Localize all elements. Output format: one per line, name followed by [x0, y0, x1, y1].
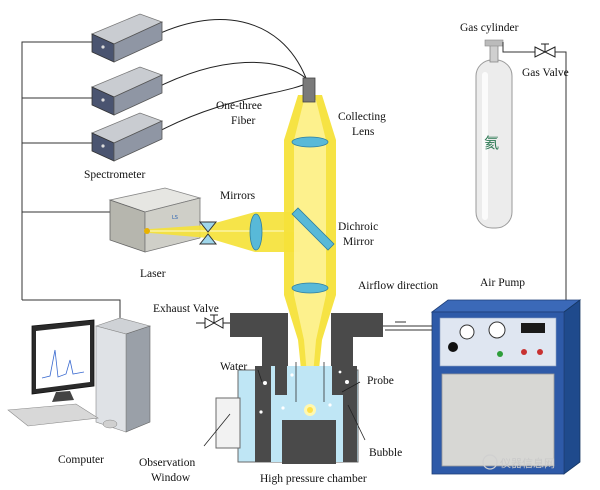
keyboard — [7, 403, 99, 427]
bubbles — [259, 370, 349, 414]
watermark-text: 仪器信息网 — [500, 456, 555, 470]
label-dichroic: Dichroic — [338, 221, 378, 233]
computer-screen — [36, 325, 90, 389]
high-pressure-chamber — [215, 313, 383, 464]
observation-window — [215, 397, 241, 449]
label-high-pressure-chamber: High pressure chamber — [260, 473, 367, 485]
label-collecting: Collecting — [338, 111, 386, 123]
airflow-line — [380, 321, 432, 331]
collection-beam — [284, 95, 336, 418]
leader-lines — [203, 369, 366, 447]
pump-gauge-1 — [459, 324, 475, 340]
label-gas-valve: Gas Valve — [522, 67, 569, 79]
sample-block — [282, 420, 336, 464]
label-airflow-direction: Airflow direction — [358, 280, 438, 292]
svg-text:LS: LS — [172, 215, 178, 221]
label-gas-cylinder: Gas cylinder — [460, 22, 519, 34]
mirrors — [198, 221, 218, 245]
cylinder-glyph: 氦 — [484, 134, 499, 152]
label-bubble: Bubble — [369, 447, 402, 459]
label-window: Window — [151, 472, 191, 484]
laser: LS — [108, 187, 202, 253]
spectrometer-3 — [90, 112, 164, 162]
collecting-lens — [291, 136, 329, 148]
focusing-lens — [291, 282, 329, 294]
gas-valve[interactable] — [534, 43, 556, 58]
label-one-three: One-three — [216, 100, 262, 112]
pump-grille — [441, 373, 555, 467]
spectrometer-1 — [90, 13, 164, 63]
spectrometer-2 — [90, 66, 164, 116]
computer-wiring — [21, 41, 121, 330]
label-mirrors: Mirrors — [220, 190, 256, 202]
optical-fibers — [149, 19, 311, 136]
computer — [7, 317, 152, 433]
mouse — [102, 419, 118, 429]
pump-gauge-2 — [488, 321, 506, 339]
probe-arrows — [295, 362, 325, 402]
air-pump — [430, 299, 582, 475]
label-observation: Observation — [139, 457, 195, 469]
watermark-logo: 仪器信息网 — [482, 454, 555, 470]
label-exhaust-valve: Exhaust Valve — [153, 303, 219, 315]
label-fiber: Fiber — [231, 115, 255, 127]
pump-knob[interactable] — [448, 342, 458, 352]
pump-display — [521, 323, 545, 333]
label-lens: Lens — [352, 126, 375, 138]
laser-beam — [150, 212, 300, 252]
label-mirror: Mirror — [343, 236, 374, 248]
label-computer: Computer — [58, 454, 104, 466]
label-water: Water — [220, 361, 247, 373]
label-probe: Probe — [367, 375, 394, 387]
beam-lens — [249, 213, 263, 251]
label-spectrometer: Spectrometer — [84, 169, 145, 181]
gas-cylinder: 氦 — [475, 39, 513, 229]
fiber-head — [302, 77, 316, 103]
label-laser: Laser — [140, 268, 166, 280]
label-air-pump: Air Pump — [480, 277, 525, 289]
dichroic-mirror — [291, 207, 335, 251]
exhaust-valve[interactable] — [196, 314, 230, 329]
